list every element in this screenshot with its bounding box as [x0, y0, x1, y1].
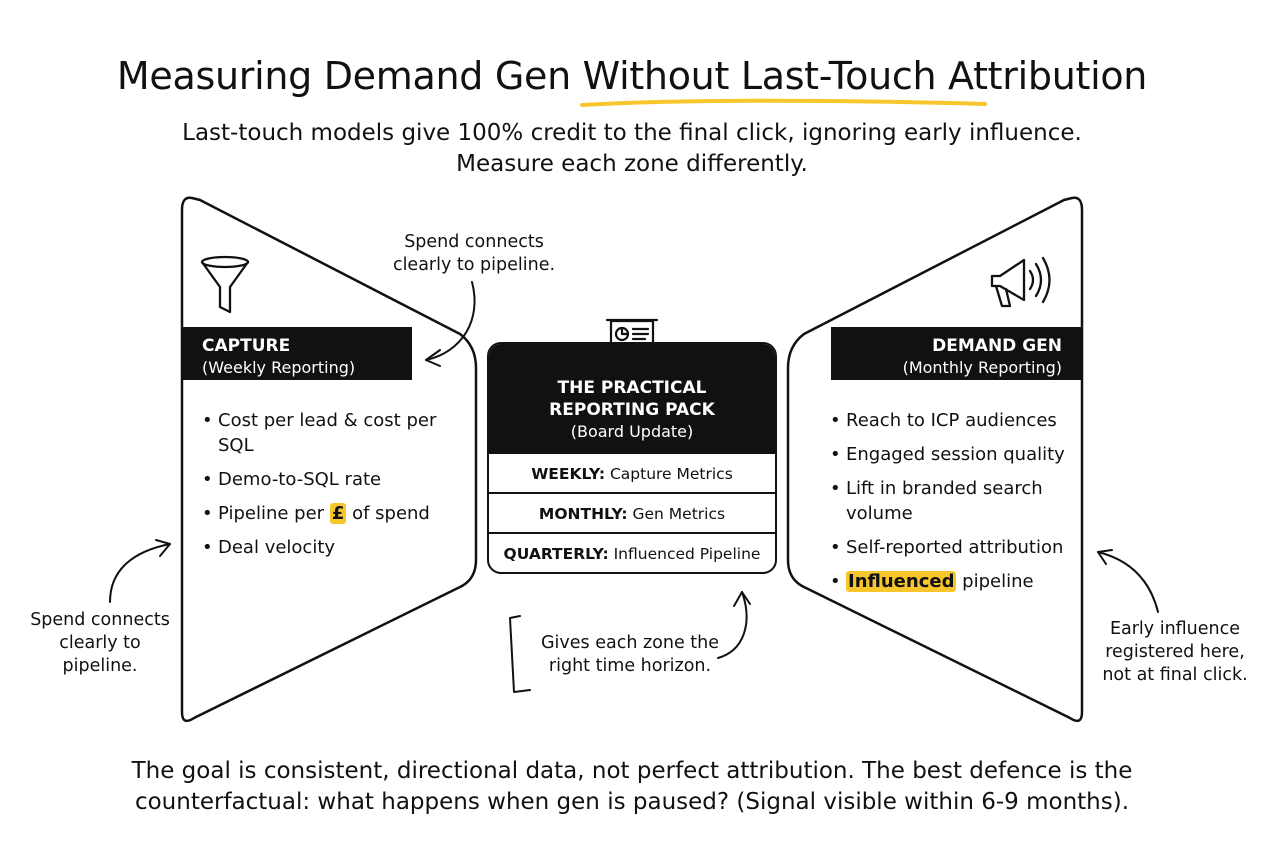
demand-panel-outline — [786, 196, 1084, 723]
capture-panel-outline — [180, 196, 478, 723]
demand-gen-heading: DEMAND GEN — [932, 336, 1062, 356]
list-item: Reach to ICP audiences — [830, 408, 1076, 433]
capture-heading: CAPTURE — [202, 336, 291, 356]
funnel-icon — [200, 255, 250, 314]
pack-row-monthly: MONTHLY: Gen Metrics — [489, 492, 775, 532]
list-item: Pipeline per £ of spend — [202, 501, 452, 526]
capture-left-note: Spend connects clearly to pipeline. — [30, 610, 170, 676]
page-title: Measuring Demand Gen Without Last-Touch … — [0, 50, 1264, 107]
currency-highlight: £ — [329, 503, 347, 524]
subtitle-line-2: Measure each zone differently. — [456, 151, 808, 177]
demand-gen-note: Early influence registered here, not at … — [1102, 619, 1248, 685]
influenced-highlight: Influenced — [846, 571, 957, 592]
footer-line-1: The goal is consistent, directional data… — [131, 758, 1133, 784]
arrow-top-note — [425, 281, 476, 367]
pack-row-quarterly: QUARTERLY: Influenced Pipeline — [489, 532, 775, 572]
footer-text: The goal is consistent, directional data… — [0, 756, 1264, 818]
reporting-pack-subtitle: (Board Update) — [570, 422, 694, 441]
list-item: Demo-to-SQL rate — [202, 467, 452, 492]
bracket-mark — [509, 615, 531, 693]
title-highlight: Without Last-Touch — [582, 54, 937, 98]
pack-row-weekly: WEEKLY: Capture Metrics — [489, 452, 775, 492]
demand-gen-subheading: (Monthly Reporting) — [902, 358, 1062, 377]
megaphone-icon — [990, 256, 1051, 308]
capture-metrics-list: Cost per lead & cost per SQL Demo-to-SQL… — [202, 408, 452, 569]
arrow-pack-note — [717, 591, 751, 659]
list-item: Influenced pipeline — [830, 569, 1076, 594]
reporting-pack-header: THE PRACTICAL REPORTING PACK (Board Upda… — [489, 344, 775, 452]
arrow-right-note — [1097, 549, 1159, 613]
capture-top-note: Spend connects clearly to pipeline. — [392, 232, 556, 275]
list-item: Self-reported attribution — [830, 535, 1076, 560]
capture-label: CAPTURE (Weekly Reporting) — [182, 327, 412, 380]
list-item: Cost per lead & cost per SQL — [202, 408, 452, 458]
title-before: Measuring Demand Gen — [116, 54, 583, 98]
reporting-pack-title-1: THE PRACTICAL — [557, 378, 707, 398]
footer-line-2: counterfactual: what happens when gen is… — [134, 789, 1130, 815]
reporting-pack-title-2: REPORTING PACK — [549, 400, 715, 420]
capture-subheading: (Weekly Reporting) — [202, 358, 356, 377]
list-item: Deal velocity — [202, 535, 452, 560]
demand-gen-metrics-list: Reach to ICP audiences Engaged session q… — [830, 408, 1076, 603]
yellow-underline — [579, 98, 987, 107]
title-underlined-phrase: Without Last-Touch — [579, 50, 987, 107]
list-item: Lift in branded search volume — [830, 476, 1076, 526]
subtitle: Last-touch models give 100% credit to th… — [0, 118, 1264, 180]
pack-note: Gives each zone the right time horizon. — [540, 633, 720, 676]
arrow-left-note — [109, 539, 171, 603]
subtitle-line-1: Last-touch models give 100% credit to th… — [182, 120, 1082, 146]
title-after: Attribution — [936, 54, 1148, 98]
demand-gen-label: DEMAND GEN (Monthly Reporting) — [831, 327, 1082, 380]
list-item: Engaged session quality — [830, 442, 1076, 467]
reporting-pack-card: THE PRACTICAL REPORTING PACK (Board Upda… — [487, 342, 777, 574]
